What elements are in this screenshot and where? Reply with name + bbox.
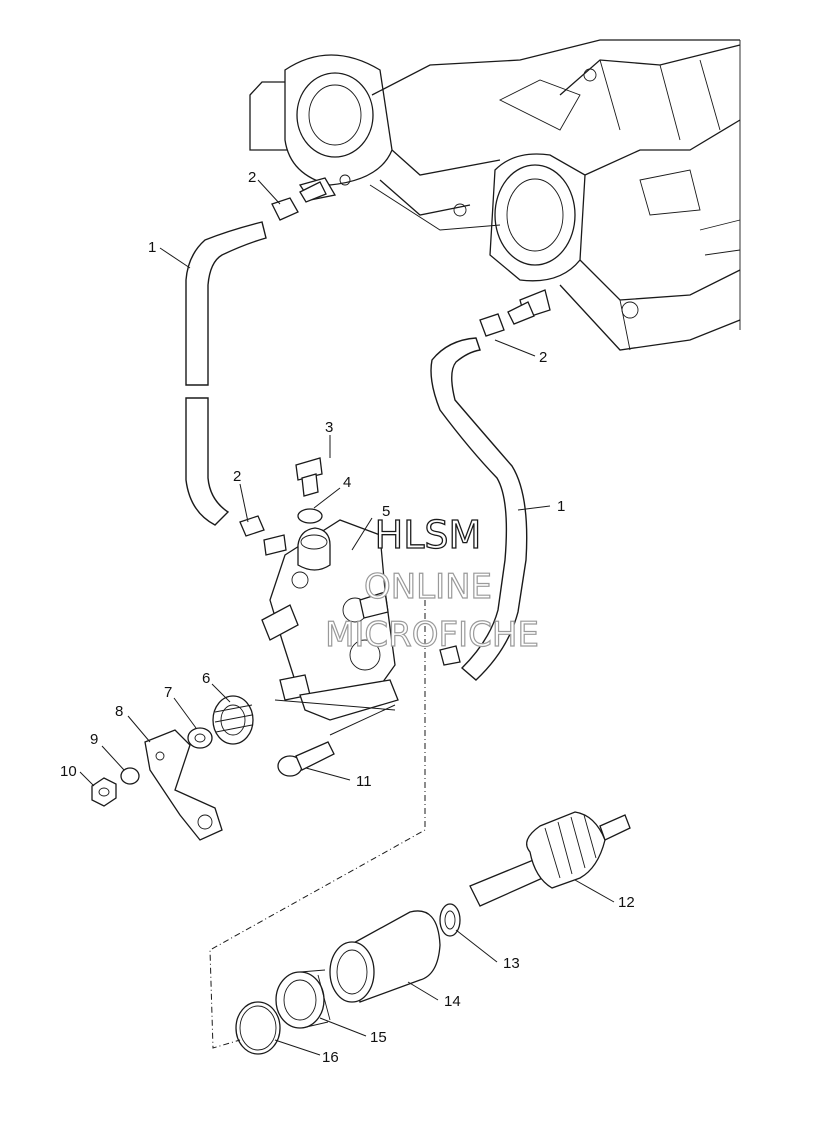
callout-2-lower-left: 2 [233, 468, 241, 485]
callout-12: 12 [618, 894, 635, 911]
callout-3: 3 [325, 419, 333, 436]
bushing-14 [329, 910, 441, 1003]
callout-2-upper-left: 2 [248, 169, 256, 186]
leader-lines [79, 179, 615, 1056]
clamp-lower-right [439, 645, 461, 666]
screw-3 [295, 457, 323, 497]
callout-1-right: 1 [557, 498, 565, 515]
callout-6: 6 [202, 670, 210, 687]
oil-pump [261, 519, 399, 721]
engine-block [249, 39, 741, 351]
callout-13: 13 [503, 955, 520, 972]
clamp-upper-left [271, 197, 299, 221]
washer-13 [439, 903, 461, 937]
watermark-line-2: ONLINE [364, 567, 492, 607]
callout-7: 7 [164, 684, 172, 701]
shaft-12 [469, 811, 631, 907]
callout-10: 10 [60, 763, 77, 780]
washer-4 [297, 508, 323, 524]
callout-4: 4 [343, 474, 351, 491]
callout-1-left: 1 [148, 239, 156, 256]
watermark-line-3: MICROFICHE [325, 615, 539, 655]
callout-16: 16 [322, 1049, 339, 1066]
clamp-upper-right [479, 313, 505, 337]
clamp-lower-left [239, 515, 265, 537]
washer-7 [187, 727, 213, 749]
assembly-guide-lines [209, 600, 426, 1049]
watermark: HLSM ONLINE MICROFICHE [324, 512, 539, 655]
callout-labels: 1 1 2 2 2 3 4 5 6 7 8 9 10 11 12 13 14 1… [60, 169, 635, 1066]
callout-5: 5 [382, 503, 390, 520]
lever-8 [144, 729, 223, 841]
washer-9 [120, 767, 140, 785]
hose-right [430, 301, 535, 681]
callout-2-right: 2 [539, 349, 547, 366]
callout-11: 11 [356, 773, 372, 790]
spring-6 [212, 695, 254, 745]
hose-left [185, 181, 327, 556]
callout-8: 8 [115, 703, 123, 720]
callout-9: 9 [90, 731, 98, 748]
nut-10 [91, 777, 117, 807]
oring-16 [235, 1001, 281, 1055]
watermark-line-1: HLSM [375, 513, 482, 557]
callout-14: 14 [444, 993, 461, 1010]
callout-15: 15 [370, 1029, 387, 1046]
bolt-11 [277, 741, 335, 777]
spring-15 [275, 969, 331, 1029]
